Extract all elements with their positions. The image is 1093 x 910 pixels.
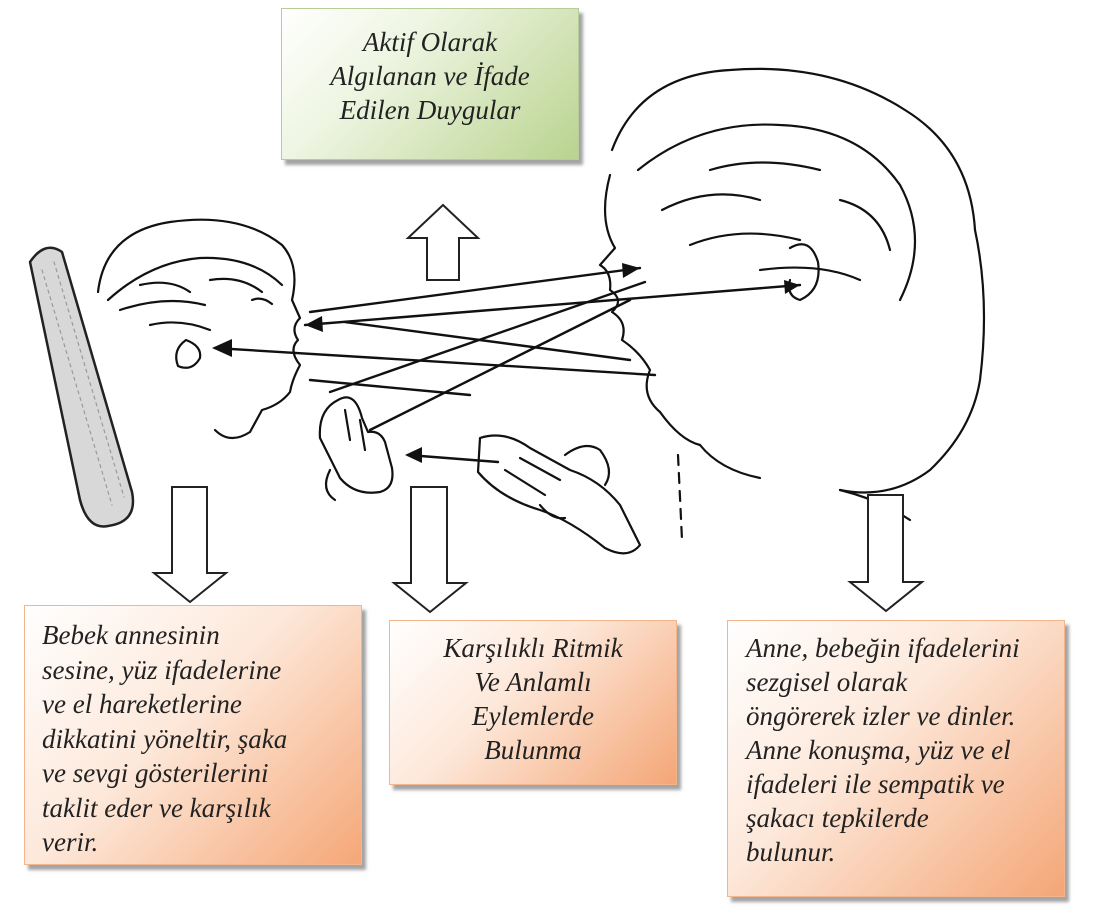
box-line: dikkatini yöneltir, şaka <box>42 722 347 757</box>
box-line: Karşılıklı Ritmik <box>390 631 676 665</box>
box-line: Aktif Olarak <box>282 25 578 59</box>
box-line: Algılanan ve İfade <box>282 59 578 93</box>
box-line: taklit eder ve karşılık <box>42 791 347 826</box>
box-line: Eylemlerde <box>390 699 676 733</box>
box-line: Bulunma <box>390 733 676 767</box>
box-line: verir. <box>42 825 347 860</box>
box-line: öngörerek izler ve dinler. <box>746 699 1054 733</box>
infant-behavior-box: Bebek annesinin sesine, yüz ifadelerine … <box>24 605 362 865</box>
box-line: Edilen Duygular <box>282 93 578 127</box>
mother-behavior-box: Anne, bebeğin ifadelerini sezgisel olara… <box>727 620 1065 897</box>
box-line: Ve Anlamlı <box>390 665 676 699</box>
up-arrow <box>408 205 478 280</box>
rhythmic-actions-box: Karşılıklı Ritmik Ve Anlamlı Eylemlerde … <box>389 620 677 785</box>
box-line: ifadeleri ile sempatik ve <box>746 767 1054 801</box>
mother-head <box>600 69 984 520</box>
box-line: Anne, bebeğin ifadelerini <box>746 631 1054 665</box>
box-line: Bebek annesinin <box>42 618 347 653</box>
infant-head <box>98 220 300 438</box>
box-line: ve sevgi gösterilerini <box>42 756 347 791</box>
box-line: şakacı tepkilerde <box>746 801 1054 835</box>
box-line: Anne konuşma, yüz ve el <box>746 733 1054 767</box>
down-arrow-left <box>154 487 226 602</box>
down-arrow-right <box>850 495 922 611</box>
active-emotions-box: Aktif Olarak Algılanan ve İfade Edilen D… <box>281 8 579 160</box>
box-line: sesine, yüz ifadelerine <box>42 653 347 688</box>
down-arrow-middle <box>394 487 466 612</box>
interaction-arrows <box>215 268 800 462</box>
hands <box>320 397 682 553</box>
box-line: ve el hareketlerine <box>42 687 347 722</box>
box-line: sezgisel olarak <box>746 665 1054 699</box>
box-line: bulunur. <box>746 835 1054 869</box>
headrest <box>30 248 133 527</box>
